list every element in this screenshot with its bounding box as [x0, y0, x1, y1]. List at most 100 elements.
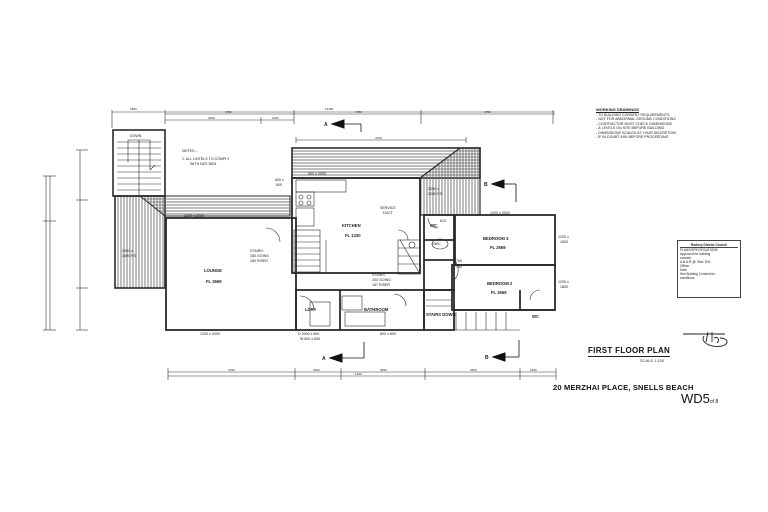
svg-text:B: B	[485, 355, 489, 361]
svg-text:4750: 4750	[355, 110, 362, 114]
svg-text:2600 RS: 2600 RS	[122, 254, 137, 258]
note-line: - & LEVELS ON SITE BEFORE BUILDING	[596, 126, 665, 130]
svg-text:1200 x: 1200 x	[558, 235, 569, 239]
stamp-line: consent	[680, 256, 692, 260]
svg-text:1200 x 2000: 1200 x 2000	[200, 332, 220, 336]
svg-text:4750: 4750	[375, 136, 382, 140]
interior-stairs	[293, 229, 520, 331]
svg-text:1800: 1800	[560, 240, 568, 244]
site-address: 20 MERZHAI PLACE, SNELLS BEACH	[553, 383, 694, 392]
svg-text:4750: 4750	[228, 368, 235, 372]
left-dimension-lines	[43, 149, 88, 331]
room-labels: LOUNGE FL 2669 KITCHEN FL 1330 BEDROOM 3…	[204, 223, 539, 319]
bottom-dimension-lines	[167, 368, 557, 380]
svg-text:280 GOING: 280 GOING	[250, 254, 269, 258]
svg-text:SERVICE: SERVICE	[380, 206, 396, 210]
svg-text:2000 RS: 2000 RS	[428, 192, 443, 196]
svg-text:180 RISER: 180 RISER	[250, 259, 268, 263]
svg-text:HWC: HWC	[432, 242, 441, 246]
svg-text:3600: 3600	[208, 116, 215, 120]
svg-text:4750: 4750	[225, 110, 232, 114]
stamp-line: Approved for building	[680, 252, 711, 256]
room-bedroom-2: BEDROOM 2	[487, 281, 513, 286]
drawing-title: FIRST FLOOR PLAN	[588, 346, 671, 357]
room-kitchen: KITCHEN	[342, 223, 361, 228]
svg-text:STAIRS:: STAIRS:	[250, 249, 264, 253]
note-line: - NOT FOR ABNORMAL GROUND CONDITIONS	[596, 117, 676, 121]
note-line: - IF IN DOUBT ASK BEFORE PROCEEDING	[596, 135, 669, 139]
svg-text:187 RISER: 187 RISER	[372, 283, 390, 287]
room-wc-1: WC	[430, 223, 437, 228]
svg-text:1200 x 2000: 1200 x 2000	[184, 214, 204, 218]
working-drawings-heading: WORKING DRAWINGS	[596, 107, 639, 112]
stamp-line: PLANS/SPECIFICATIONS	[680, 248, 718, 252]
svg-text:1800: 1800	[560, 285, 568, 289]
section-markers	[328, 119, 520, 363]
stamp-line: conditions.	[680, 276, 696, 280]
svg-text:3450: 3450	[470, 368, 477, 372]
svg-text:14400: 14400	[325, 107, 334, 111]
svg-text:STAIRS:: STAIRS:	[372, 273, 386, 277]
stamp-heading: Rodney District Council	[680, 243, 738, 248]
note-line: - DIMENSIONS SCALED AT YOUR DISCRETION	[596, 130, 676, 135]
stamp-line: A.B.A.R.@: Stat: 3HL	[680, 260, 711, 264]
svg-text:3650: 3650	[380, 368, 387, 372]
svg-text:FL 2669: FL 2669	[490, 245, 506, 250]
drawing-scale: SCALE 1:100	[640, 358, 665, 363]
svg-text:760: 760	[456, 265, 462, 269]
working-drawings-notes: WORKING DRAWINGS - TO BUILDING CONSENT R…	[596, 107, 716, 140]
room-stairs-down: STAIRS DOWN	[426, 312, 455, 317]
room-wc-2: WC	[532, 314, 539, 319]
stamp-line: See Building Consent for	[680, 272, 716, 276]
svg-text:WITH NZS 3604: WITH NZS 3604	[190, 162, 216, 166]
council-approval-stamp: Rodney District Council PLANS/SPECIFICAT…	[677, 240, 741, 298]
svg-text:1400: 1400	[355, 372, 362, 376]
svg-text:FL 1330: FL 1330	[345, 233, 361, 238]
svg-text:760: 760	[456, 259, 462, 263]
svg-text:800 x: 800 x	[275, 178, 284, 182]
sheet-suffix: of 8	[709, 399, 719, 405]
door-swings	[265, 217, 541, 311]
svg-text:2000 x: 2000 x	[428, 187, 439, 191]
stamp-line: Date	[680, 268, 687, 272]
annotations: DOWN NOTES :- 1. ALL LINTELS TO COMPLY W…	[122, 134, 462, 287]
svg-text:610: 610	[440, 219, 446, 223]
svg-text:1200 x: 1200 x	[558, 280, 569, 284]
svg-text:1. ALL LINTELS TO COMPLY: 1. ALL LINTELS TO COMPLY	[182, 157, 230, 161]
svg-text:A: A	[324, 122, 328, 128]
external-stairs	[112, 129, 166, 197]
signature	[683, 331, 728, 347]
note-line: - CONTRACTOR MUST CHECK DIMENSIONS	[596, 121, 672, 126]
svg-text:DUCT: DUCT	[383, 211, 394, 215]
down-label: DOWN	[130, 134, 142, 138]
window-size-labels: 1200 x 2000 1200 x 2000 800 x 2000 800 x…	[184, 172, 569, 341]
svg-text:800 x 2000: 800 x 2000	[308, 172, 326, 176]
left-deck	[114, 195, 291, 289]
svg-text:2000 x: 2000 x	[122, 249, 133, 253]
svg-text:800 x 800: 800 x 800	[380, 332, 396, 336]
svg-text:4750: 4750	[484, 110, 491, 114]
top-dimension-lines	[111, 110, 555, 143]
svg-text:600: 600	[276, 183, 282, 187]
svg-text:1200 x 2000: 1200 x 2000	[490, 211, 510, 215]
kitchen-roof-hatch	[291, 147, 481, 216]
sheet-number: WD5of 8	[681, 391, 718, 406]
note-line: - TO BUILDING CONSENT REQUIREMENTS	[596, 112, 670, 117]
svg-text:FL 2669: FL 2669	[491, 290, 507, 295]
svg-text:1200: 1200	[272, 116, 279, 120]
sheet-id: WD5	[681, 391, 710, 406]
svg-text:B: B	[484, 182, 488, 188]
notes-heading: NOTES :-	[182, 149, 198, 153]
room-lounge: LOUNGE	[204, 268, 222, 273]
svg-text:1800: 1800	[130, 107, 137, 111]
kitchen-fixtures	[295, 179, 416, 327]
room-bedroom-3: BEDROOM 3	[483, 236, 509, 241]
dimension-labels: 14400 1800 4750 4750 4750 3600 1200 4750…	[130, 107, 537, 376]
stamp-line: Officer	[680, 264, 690, 268]
svg-text:1500: 1500	[313, 368, 320, 372]
svg-text:1250: 1250	[530, 368, 537, 372]
svg-text:A: A	[322, 356, 326, 362]
section-marker-labels: A A B B	[322, 122, 489, 362]
walls	[165, 177, 556, 331]
